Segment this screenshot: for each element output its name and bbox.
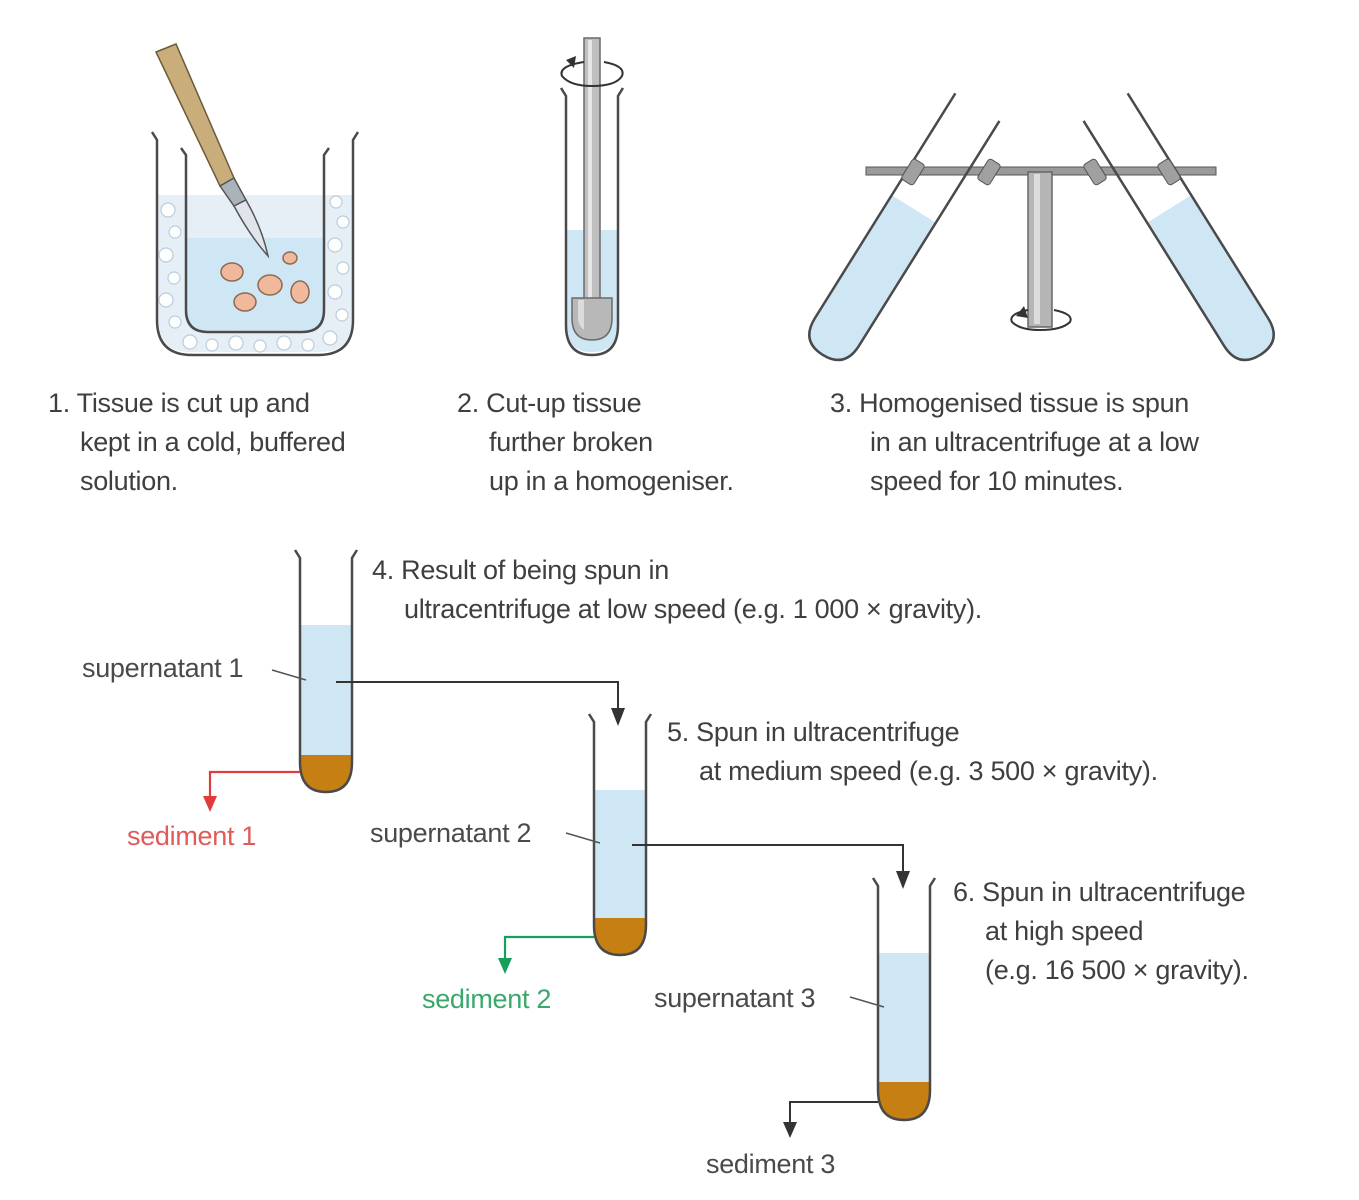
step-3-caption: 3. Homogenised tissue is spun in an ultr…: [830, 388, 1199, 496]
ultracentrifuge: [808, 92, 1275, 362]
sediment-2-arrow: [503, 935, 594, 962]
transfer-arrow-1: [336, 681, 619, 712]
tube-step-4: [293, 549, 359, 794]
transfer-arrow-2: [632, 844, 904, 875]
step-1-number: 1.: [48, 388, 70, 418]
sediment-2-label: sediment 2: [422, 984, 552, 1014]
centrifuge-tube-right: [1082, 92, 1275, 362]
homogeniser: [559, 37, 625, 357]
step-4-caption: 4. Result of being spun in ultracentrifu…: [372, 555, 982, 624]
ice-cubes: [158, 195, 350, 353]
sediment-3-arrow: [789, 1101, 878, 1126]
outer-beaker: [150, 131, 360, 357]
sediment-3-pellet: [878, 1082, 930, 1120]
tissue-pieces: [220, 251, 310, 312]
tube-step-6: [871, 877, 937, 1122]
step-5-caption: 5. Spun in ultracentrifuge at medium spe…: [667, 717, 1158, 786]
supernatant-1-leader: [271, 669, 307, 681]
sediment-3-label: sediment 3: [706, 1149, 836, 1179]
step-2-number: 2.: [457, 388, 479, 418]
supernatant-2-label: supernatant 2: [370, 818, 532, 848]
tube-step-5: [587, 713, 653, 957]
rotation-arrow-icon: [560, 61, 624, 88]
sediment-2-pellet: [594, 918, 646, 955]
step-6-number: 6.: [953, 877, 975, 907]
sediment-1-label: sediment 1: [127, 821, 257, 851]
step-4-number: 4.: [372, 555, 394, 585]
step-6-caption: 6. Spun in ultracentrifuge at high speed…: [953, 877, 1249, 985]
step-3-number: 3.: [830, 388, 852, 418]
supernatant-2-leader: [565, 832, 601, 844]
beaker-with-ice-and-tissue: [150, 43, 360, 357]
step-2-caption: 2. Cut-up tissue further broken up in a …: [457, 388, 734, 496]
inner-beaker: [179, 147, 331, 334]
homogeniser-tube: [559, 87, 625, 357]
scalpel: [154, 43, 270, 259]
centrifuge-tube-left: [808, 92, 1001, 362]
sediment-1-pellet: [300, 755, 352, 792]
step-1-caption: 1. Tissue is cut up and kept in a cold, …: [48, 388, 346, 496]
supernatant-1-label: supernatant 1: [82, 653, 244, 683]
step-5-number: 5.: [667, 717, 689, 747]
spindle-rotation-arrow-icon: [1010, 309, 1072, 332]
supernatant-3-label: supernatant 3: [654, 983, 816, 1013]
supernatant-3-leader: [849, 996, 885, 1008]
sediment-1-arrow: [208, 770, 300, 800]
